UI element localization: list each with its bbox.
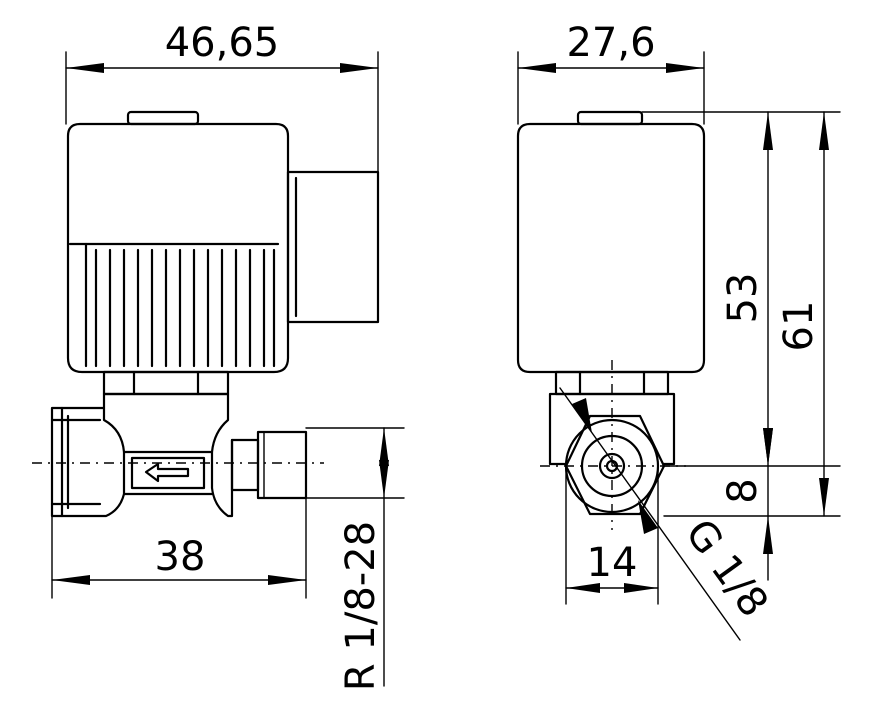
dim-width-right: 27,6 bbox=[517, 20, 705, 125]
dim-total-width-left: 46,65 bbox=[65, 20, 379, 173]
dim-total-height: 61 bbox=[663, 111, 841, 517]
dim-body-length: 38 bbox=[51, 497, 307, 599]
dim-total-width-left-label: 46,65 bbox=[165, 20, 280, 66]
dim-port-offset-label: 8 bbox=[720, 478, 766, 503]
valve-body-left bbox=[50, 392, 234, 518]
stem-nut-left bbox=[102, 370, 230, 396]
port-thread-label: G 1/8 bbox=[676, 511, 777, 625]
dim-thread-right: R 1/8-28 bbox=[305, 427, 405, 691]
coil-tab-left bbox=[126, 110, 200, 126]
dim-port-offset: 8 bbox=[720, 428, 773, 581]
coil-tab-right bbox=[576, 110, 644, 126]
dim-hex-width-label: 14 bbox=[587, 540, 638, 586]
dim-coil-height: 53 bbox=[641, 111, 841, 467]
dim-hex-width: 14 bbox=[565, 465, 659, 605]
dim-total-height-label: 61 bbox=[776, 301, 822, 352]
coil-body-right bbox=[516, 122, 706, 374]
dim-width-right-label: 27,6 bbox=[566, 20, 655, 66]
outlet-thread bbox=[230, 438, 260, 492]
flow-direction-arrow bbox=[144, 462, 190, 483]
coil-fins bbox=[68, 242, 280, 368]
coil-body-left bbox=[66, 122, 290, 374]
connector-housing bbox=[286, 170, 380, 324]
left-view bbox=[32, 110, 380, 518]
dim-coil-height-label: 53 bbox=[720, 273, 766, 324]
dim-body-length-label: 38 bbox=[155, 534, 206, 580]
dim-thread-right-label: R 1/8-28 bbox=[338, 521, 384, 691]
